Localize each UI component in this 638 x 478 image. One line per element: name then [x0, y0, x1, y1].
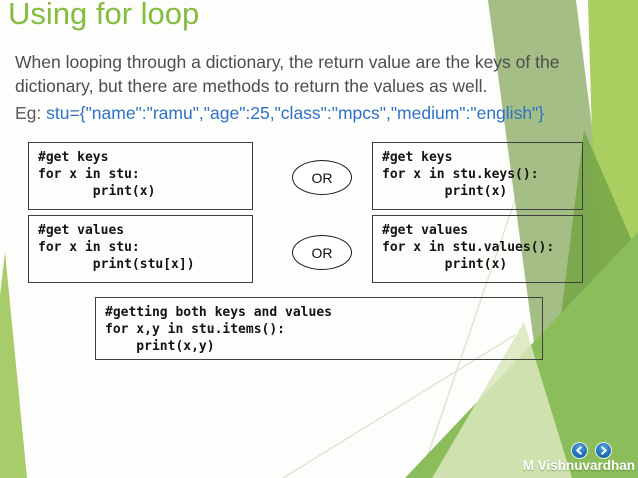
code-line: print(x,y): [105, 339, 215, 354]
code-line: #get values: [382, 223, 469, 238]
code-line: for x,y in stu.items():: [105, 322, 286, 337]
code-line: #get values: [38, 223, 125, 238]
codebox-get-keys-plain: #get keys for x in stu: print(x): [28, 142, 253, 210]
or-connector-top: OR: [292, 160, 352, 195]
chevron-right-icon: [601, 446, 607, 455]
code-line: for x in stu.values():: [382, 240, 555, 255]
code-line: print(x): [38, 184, 156, 199]
slide-title: Using for loop: [8, 0, 200, 31]
next-slide-button[interactable]: [595, 442, 612, 459]
body-line-1: When looping through a dictionary, the r…: [15, 52, 560, 72]
code-line: print(x): [382, 257, 508, 272]
codebox-get-values-plain: #get values for x in stu: print(stu[x]): [28, 215, 253, 283]
code-line: #get keys: [38, 150, 109, 165]
example-dict-code: stu={"name":"ramu","age":25,"class":"mpc…: [46, 103, 545, 123]
code-line: print(stu[x]): [38, 257, 195, 272]
code-line: for x in stu.keys():: [382, 167, 539, 182]
author-credit: M Vishnuvardhan: [522, 458, 635, 473]
codebox-get-values-method: #get values for x in stu.values(): print…: [372, 215, 583, 283]
code-line: print(x): [382, 184, 508, 199]
code-line: #get keys: [382, 150, 453, 165]
example-label: Eg:: [15, 103, 42, 123]
codebox-get-keys-method: #get keys for x in stu.keys(): print(x): [372, 142, 583, 210]
example-line: Eg: stu={"name":"ramu","age":25,"class":…: [15, 103, 615, 124]
code-line: #getting both keys and values: [105, 305, 332, 320]
code-line: for x in stu:: [38, 240, 140, 255]
body-line-2: dictionary, but there are methods to ret…: [15, 76, 488, 96]
chevron-left-icon: [576, 446, 582, 455]
code-line: for x in stu:: [38, 167, 140, 182]
body-paragraph: When looping through a dictionary, the r…: [15, 50, 600, 98]
codebox-get-items: #getting both keys and values for x,y in…: [95, 297, 543, 360]
or-connector-bottom: OR: [292, 235, 352, 270]
previous-slide-button[interactable]: [571, 442, 588, 459]
